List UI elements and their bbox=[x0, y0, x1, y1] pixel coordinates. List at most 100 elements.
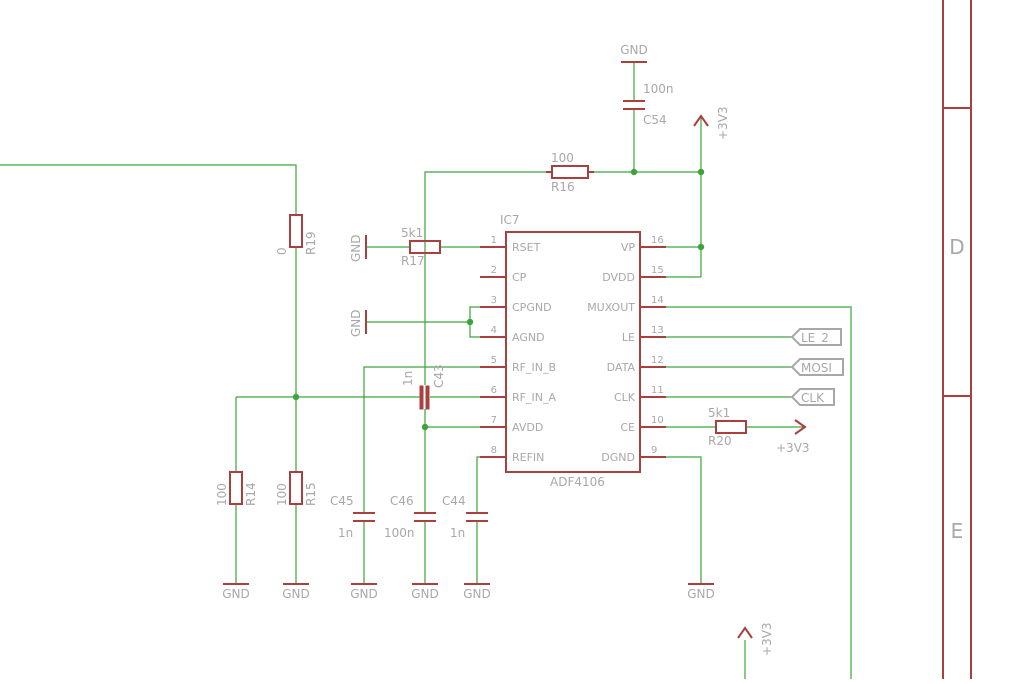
c46-name: C46 bbox=[390, 494, 414, 508]
pin-name: CPGND bbox=[512, 301, 552, 314]
gnd-label: GND bbox=[620, 43, 648, 57]
pin-name: RSET bbox=[512, 241, 541, 254]
pin-name: AVDD bbox=[512, 421, 543, 434]
c54-value: 100n bbox=[643, 82, 674, 96]
capacitor-c45[interactable]: C45 1n bbox=[330, 494, 375, 540]
supply-3v3-symbol: +3V3 bbox=[737, 622, 774, 656]
net-flag-mosi-label: MOSI bbox=[801, 361, 832, 375]
net-flag-mosi[interactable]: MOSI bbox=[790, 358, 844, 376]
drawing-frame: D E bbox=[942, 0, 972, 679]
gnd-symbol: GND bbox=[411, 583, 439, 601]
r15-value: 100 bbox=[275, 483, 289, 506]
capacitor-c44[interactable]: C44 1n bbox=[442, 494, 488, 540]
supply-label: +3V3 bbox=[760, 622, 774, 656]
wires bbox=[0, 62, 852, 679]
pin-name: MUXOUT bbox=[587, 301, 635, 314]
gnd-symbol: GND bbox=[687, 583, 715, 601]
pin-name: DATA bbox=[607, 361, 636, 374]
capacitor-c43[interactable]: 1n C43 bbox=[401, 364, 446, 410]
capacitor-c54[interactable]: 100n C54 bbox=[623, 82, 674, 127]
r14-value: 100 bbox=[215, 483, 229, 506]
capacitor-c46[interactable]: C46 100n bbox=[384, 494, 436, 540]
gnd-label: GND bbox=[349, 234, 363, 262]
junctions bbox=[292, 168, 705, 431]
pin-name: AGND bbox=[512, 331, 545, 344]
r19-value: 0 bbox=[275, 247, 289, 255]
resistor-r19[interactable]: 0 R19 bbox=[275, 214, 318, 255]
frame-row-d-label: D bbox=[949, 235, 964, 259]
resistor-r15[interactable]: 100 R15 bbox=[275, 471, 318, 506]
pin-number: 9 bbox=[651, 445, 657, 456]
c44-value: 1n bbox=[450, 526, 465, 540]
pin-name: DVDD bbox=[602, 271, 635, 284]
supply-label: +3V3 bbox=[776, 441, 810, 455]
c43-value: 1n bbox=[401, 371, 415, 386]
resistor-r16[interactable]: 100 R16 bbox=[546, 151, 594, 194]
r20-value: 5k1 bbox=[708, 406, 730, 420]
pin-number: 14 bbox=[651, 295, 664, 306]
gnd-symbol: GND bbox=[620, 43, 648, 63]
r16-name: R16 bbox=[551, 180, 575, 194]
pin-number: 3 bbox=[491, 295, 497, 306]
pin-name: RF_IN_A bbox=[512, 391, 556, 404]
gnd-label: GND bbox=[411, 587, 439, 601]
c54-name: C54 bbox=[643, 113, 667, 127]
pin-number: 13 bbox=[651, 325, 664, 336]
gnd-symbol: GND bbox=[463, 583, 491, 601]
r17-name: R17 bbox=[401, 254, 425, 268]
junction-dot bbox=[292, 393, 300, 401]
supply-label: +3V3 bbox=[716, 106, 730, 140]
c44-name: C44 bbox=[442, 494, 466, 508]
gnd-label: GND bbox=[222, 587, 250, 601]
junction-dot bbox=[697, 243, 705, 251]
gnd-label: GND bbox=[350, 587, 378, 601]
supply-3v3-symbol: +3V3 bbox=[776, 419, 810, 455]
gnd-symbol: GND bbox=[349, 309, 367, 337]
gnd-symbol: GND bbox=[350, 583, 378, 601]
c45-value: 1n bbox=[338, 526, 353, 540]
pin-name: DGND bbox=[601, 451, 635, 464]
gnd-label: GND bbox=[282, 587, 310, 601]
r16-value: 100 bbox=[551, 151, 574, 165]
pin-number: 5 bbox=[491, 355, 497, 366]
net-flag-clk[interactable]: CLK bbox=[790, 388, 835, 406]
pin-name: CLK bbox=[614, 391, 636, 404]
r14-name: R14 bbox=[244, 482, 258, 506]
r19-name: R19 bbox=[304, 231, 318, 255]
resistor-r17[interactable]: 5k1 R17 bbox=[401, 226, 441, 268]
net-flag-le-label: LE_2 bbox=[801, 331, 829, 345]
net-flag-le[interactable]: LE_2 bbox=[790, 328, 842, 346]
c45-name: C45 bbox=[330, 494, 354, 508]
resistor-r14[interactable]: 100 R14 bbox=[215, 471, 258, 506]
ic7-adf4106[interactable]: IC7 ADF4106 1 RSET 2 CP 3 CPGND 4 AGND 5… bbox=[480, 213, 666, 489]
pin-number: 6 bbox=[491, 385, 497, 396]
resistor-r20[interactable]: 5k1 R20 bbox=[708, 406, 747, 448]
pin-number: 10 bbox=[651, 415, 664, 426]
pin-number: 1 bbox=[491, 235, 497, 246]
r17-value: 5k1 bbox=[401, 226, 423, 240]
pin-name: CE bbox=[620, 421, 635, 434]
gnd-label: GND bbox=[687, 587, 715, 601]
r20-name: R20 bbox=[708, 434, 732, 448]
ic7-name: IC7 bbox=[500, 213, 520, 227]
pin-name: CP bbox=[512, 271, 527, 284]
pin-name: REFIN bbox=[512, 451, 544, 464]
pin-number: 11 bbox=[651, 385, 664, 396]
c43-name: C43 bbox=[432, 364, 446, 388]
pin-number: 7 bbox=[491, 415, 497, 426]
pin-number: 16 bbox=[651, 235, 664, 246]
pin-number: 4 bbox=[491, 325, 497, 336]
gnd-symbol: GND bbox=[222, 583, 250, 601]
pin-number: 15 bbox=[651, 265, 664, 276]
ic7-value: ADF4106 bbox=[550, 475, 605, 489]
c46-value: 100n bbox=[384, 526, 415, 540]
pin-number: 12 bbox=[651, 355, 664, 366]
frame-row-e-label: E bbox=[951, 519, 964, 543]
net-flag-clk-label: CLK bbox=[801, 391, 825, 405]
junction-dot bbox=[466, 318, 474, 326]
gnd-symbol: GND bbox=[349, 234, 367, 262]
gnd-label: GND bbox=[349, 309, 363, 337]
junction-dot bbox=[697, 168, 705, 176]
